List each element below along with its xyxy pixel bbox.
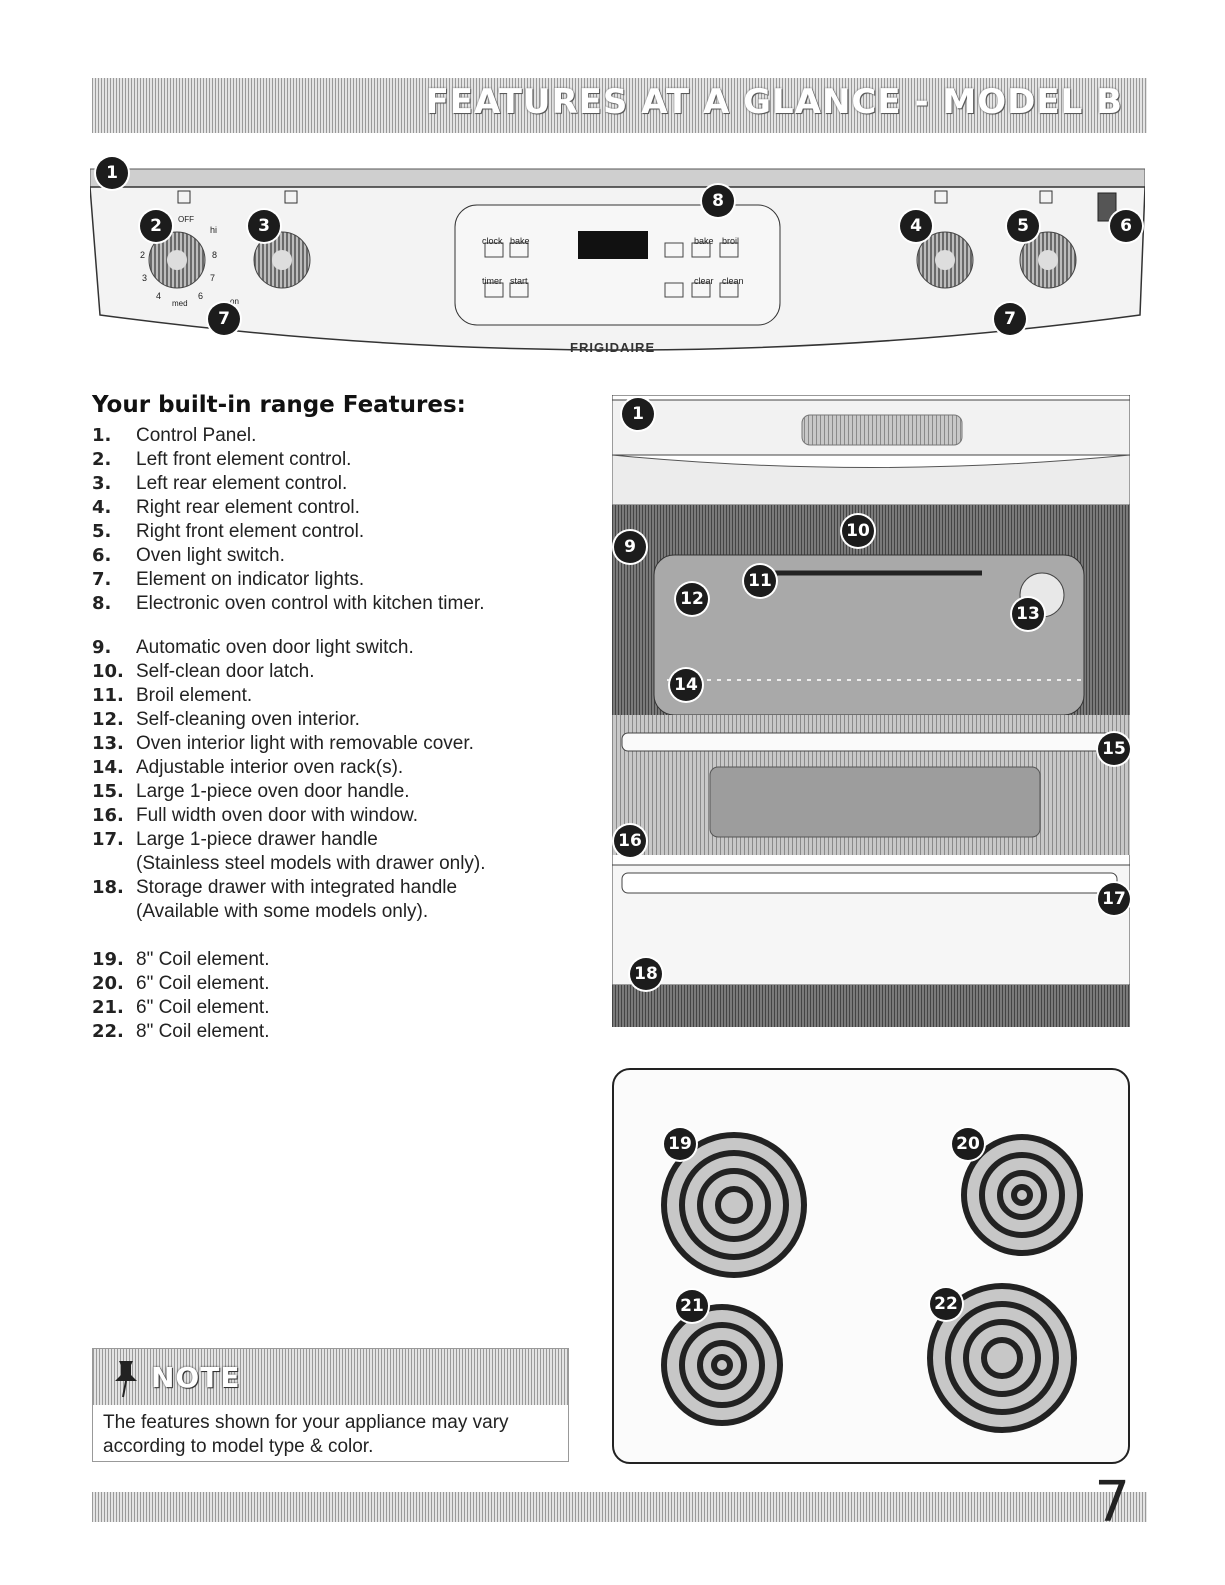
header-banner: FEATURES AT A GLANCE - MODEL B [92, 78, 1147, 133]
clock-button-label: clock [482, 236, 503, 246]
feature-item: 17.Large 1-piece drawer handle [92, 829, 378, 850]
knob-label-3: 3 [142, 273, 148, 283]
badge-7-left: 7 [208, 303, 240, 335]
features-heading: Your built-in range Features: [92, 392, 466, 418]
feature-item: 22.8" Coil element. [92, 1021, 270, 1042]
badge-20: 20 [952, 1128, 984, 1160]
feature-item: 8.Electronic oven control with kitchen t… [92, 593, 485, 614]
bake2-button-label: bake [694, 236, 714, 246]
feature-item: 3.Left rear element control. [92, 473, 348, 494]
badge-21: 21 [676, 1290, 708, 1322]
badge-4: 4 [900, 210, 932, 242]
cooktop-illustration: 19 20 21 22 [612, 1068, 1130, 1464]
knob-label-2: 2 [140, 250, 146, 260]
note-box: NOTE The features shown for your applian… [92, 1348, 569, 1462]
feature-item: 13.Oven interior light with removable co… [92, 733, 474, 754]
right-front-knob [1019, 231, 1077, 289]
brand-logo-text: FRIGIDAIRE [570, 340, 656, 355]
feature-item: 19.8" Coil element. [92, 949, 270, 970]
oven-illustration: 1 9 10 11 12 13 14 15 16 17 18 [611, 394, 1131, 1028]
feature-item: 14.Adjustable interior oven rack(s). [92, 757, 404, 778]
feature-item: 5.Right front element control. [92, 521, 365, 542]
knob-label-off: OFF [178, 215, 194, 224]
badge-1-oven: 1 [622, 398, 654, 430]
knob-label-med: med [172, 299, 188, 308]
badge-11: 11 [744, 565, 776, 597]
feature-item: 21.6" Coil element. [92, 997, 270, 1018]
clean-button-label: clean [722, 276, 744, 286]
knob-label-7: 7 [210, 273, 216, 283]
oven-drawing [611, 394, 1131, 1028]
badge-22: 22 [930, 1288, 962, 1320]
clear-button-label: clear [694, 276, 714, 286]
start-button-label: start [510, 276, 528, 286]
badge-6: 6 [1110, 210, 1142, 242]
badge-12: 12 [676, 583, 708, 615]
feature-item-note: (Available with some models only). [136, 901, 429, 922]
feature-item: 20.6" Coil element. [92, 973, 270, 994]
badge-18: 18 [630, 958, 662, 990]
left-rear-knob [253, 231, 311, 289]
note-header: NOTE [93, 1349, 568, 1405]
knob-label-8: 8 [212, 250, 218, 260]
knob-label-on: on [230, 297, 239, 306]
feature-item: 10.Self-clean door latch. [92, 661, 315, 682]
badge-3: 3 [248, 210, 280, 242]
badge-13: 13 [1012, 598, 1044, 630]
feature-item: 7.Element on indicator lights. [92, 569, 365, 590]
page-title: FEATURES AT A GLANCE - MODEL B [425, 82, 1123, 122]
feature-item: 1.Control Panel. [92, 425, 257, 446]
feature-item: 4.Right rear element control. [92, 497, 360, 518]
knob-label-4: 4 [156, 291, 162, 301]
badge-8: 8 [702, 185, 734, 217]
badge-1-panel: 1 [96, 157, 128, 189]
page-number: 7 [1094, 1470, 1130, 1535]
feature-item: 6.Oven light switch. [92, 545, 285, 566]
note-label: NOTE [151, 1361, 241, 1394]
badge-17: 17 [1098, 883, 1130, 915]
feature-item: 15.Large 1-piece oven door handle. [92, 781, 410, 802]
left-front-knob [148, 231, 206, 289]
bake-button-label: bake [510, 236, 530, 246]
control-panel-illustration: OFF hi 2 8 3 7 4 6 med on clock bake tim… [89, 157, 1146, 380]
badge-14: 14 [670, 669, 702, 701]
feature-item: 18.Storage drawer with integrated handle [92, 877, 458, 898]
right-rear-knob [916, 231, 974, 289]
pushpin-icon [115, 1361, 137, 1398]
note-text: The features shown for your appliance ma… [103, 1412, 509, 1457]
feature-item: 12.Self-cleaning oven interior. [92, 709, 360, 730]
badge-2: 2 [140, 210, 172, 242]
badge-5: 5 [1007, 210, 1039, 242]
badge-15: 15 [1098, 733, 1130, 765]
knob-label-6: 6 [198, 291, 204, 301]
feature-item: 16.Full width oven door with window. [92, 805, 418, 826]
feature-item-note: (Stainless steel models with drawer only… [136, 853, 486, 874]
badge-10: 10 [842, 515, 874, 547]
badge-9: 9 [614, 531, 646, 563]
knob-label-hi: hi [210, 225, 218, 235]
feature-item: 9.Automatic oven door light switch. [92, 637, 414, 658]
footer-band [92, 1492, 1147, 1522]
cooktop-drawing [661, 1132, 1083, 1433]
feature-item: 2.Left front element control. [92, 449, 352, 470]
control-panel-drawing [89, 168, 1146, 351]
badge-16: 16 [614, 825, 646, 857]
broil-button-label: broil [722, 236, 740, 246]
badge-7-right: 7 [994, 303, 1026, 335]
feature-item: 11.Broil element. [92, 685, 253, 706]
badge-19: 19 [664, 1128, 696, 1160]
timer-button-label: timer [482, 276, 502, 286]
